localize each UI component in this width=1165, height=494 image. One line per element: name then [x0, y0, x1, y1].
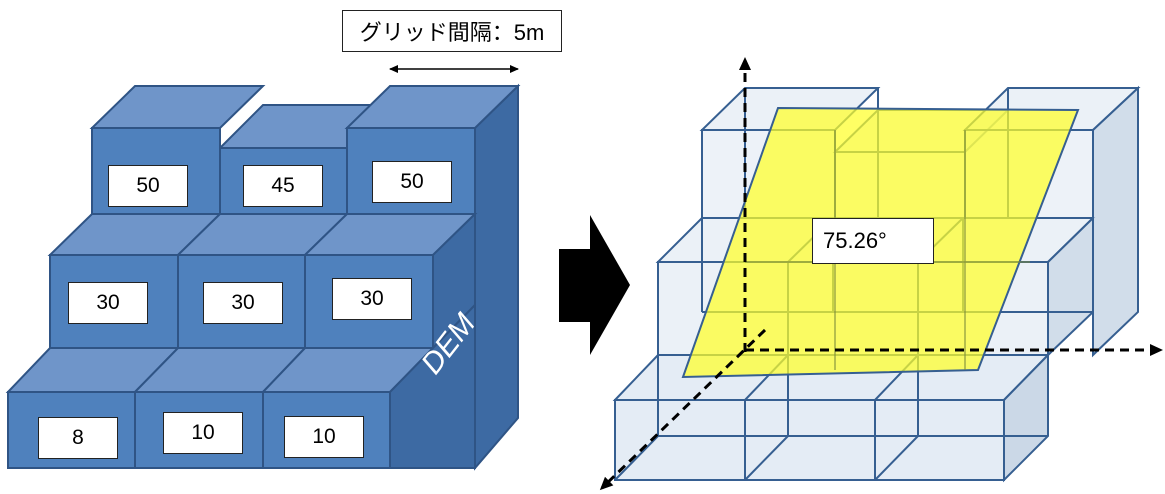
grid-spacing-caption: グリッド間隔：5m [342, 10, 562, 52]
elevation-label: 8 [38, 417, 118, 459]
middle-block-front [177, 254, 306, 349]
y-axis [599, 328, 767, 491]
elevation-label: 45 [243, 165, 323, 207]
elevation-label: 30 [68, 282, 148, 324]
elevation-label: 50 [372, 161, 452, 203]
elevation-label: 30 [203, 282, 283, 324]
dem-side-face [474, 83, 519, 471]
transform-arrow-icon [559, 215, 630, 355]
dem-blocks [5, 83, 521, 471]
elevation-label: 30 [332, 278, 412, 320]
slope-angle-label: 75.26° [812, 218, 934, 264]
elevation-label: 10 [163, 412, 243, 454]
front-block-side [389, 302, 476, 469]
elevation-label: 50 [108, 165, 188, 207]
elevation-label: 10 [284, 416, 364, 458]
cube-grid-face [614, 399, 1005, 481]
coordinate-axes [599, 57, 1163, 491]
back-block-top [89, 85, 266, 129]
